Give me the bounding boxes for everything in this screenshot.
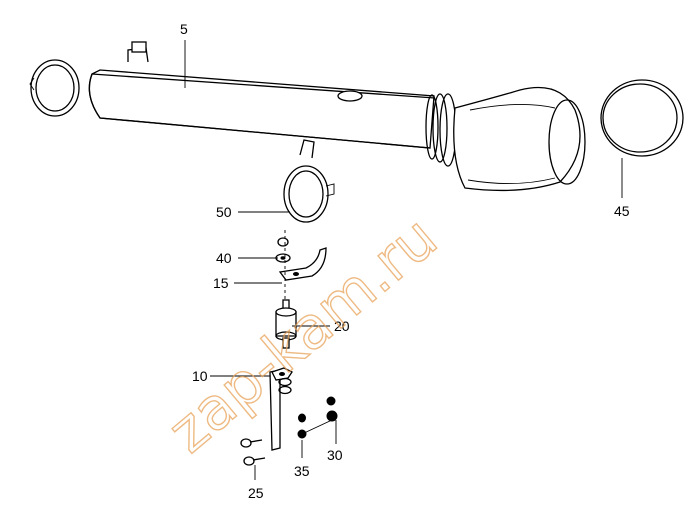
callout-30: 30 [327,447,343,463]
rubber-mount-part-20 [275,299,297,349]
callout-50: 50 [216,204,232,220]
callout-35: 35 [294,463,310,479]
callout-20: 20 [334,318,350,334]
bracket-part-15 [278,247,327,281]
left-clamp-ring [29,59,80,117]
callout-25: 25 [248,485,264,501]
nuts-part-30 [326,396,338,422]
support-strap-part-10 [269,367,293,451]
hose-clamp-part-50 [283,165,335,223]
callout-45: 45 [614,203,630,219]
bolts-part-25 [240,438,266,466]
callout-5: 5 [180,21,188,37]
washers-part-35 [297,413,307,439]
right-seal-ring-part-45 [600,79,684,157]
washer-part-40 [275,237,291,263]
callout-15: 15 [213,275,229,291]
leader-lines [184,40,623,480]
air-pipe-part-5 [88,41,586,192]
watermark: zap-kam.ru [155,203,450,466]
callout-10: 10 [192,368,208,384]
callout-40: 40 [216,250,232,266]
